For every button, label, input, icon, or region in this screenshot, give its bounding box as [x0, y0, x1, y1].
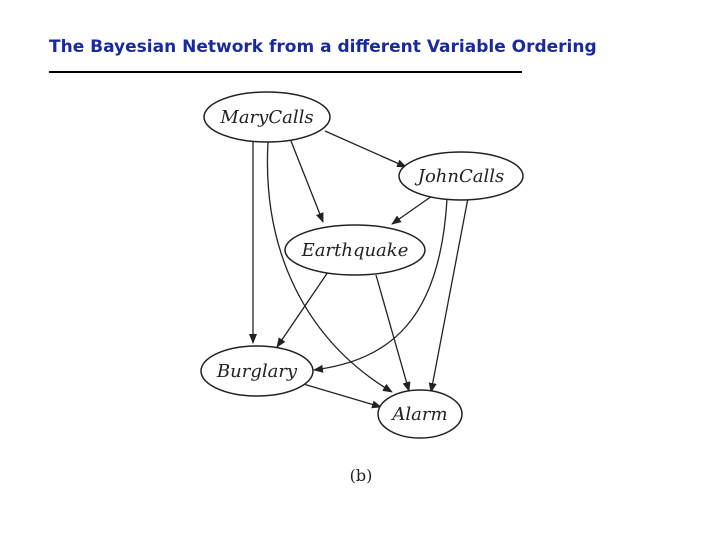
edges	[249, 130, 469, 409]
edge-burglary-alarm	[299, 382, 382, 409]
edge-marycalls-earthquake	[290, 140, 324, 223]
edge-johncalls-burglary	[313, 198, 448, 373]
node-alarm: Alarm	[377, 389, 463, 439]
node-marycalls: MaryCalls	[203, 91, 331, 143]
edge-marycalls-alarm	[266, 141, 393, 393]
edge-johncalls-alarm	[428, 197, 469, 393]
diagram-caption: (b)	[350, 466, 373, 485]
node-burglary: Burglary	[200, 345, 314, 397]
edge-earthquake-burglary	[276, 271, 329, 348]
node-johncalls: JohnCalls	[398, 151, 524, 201]
title-underline	[49, 71, 522, 73]
node-label-alarm: Alarm	[390, 404, 447, 425]
slide-title: The Bayesian Network from a different Va…	[49, 37, 597, 57]
edge-johncalls-earthquake	[391, 195, 433, 225]
edge-marycalls-johncalls	[324, 130, 407, 168]
edge-earthquake-alarm	[375, 274, 411, 392]
node-label-earthquake: Earthquake	[301, 240, 409, 261]
node-earthquake: Earthquake	[284, 224, 426, 276]
node-label-marycalls: MaryCalls	[219, 107, 313, 128]
node-label-burglary: Burglary	[216, 361, 298, 382]
node-label-johncalls: JohnCalls	[414, 166, 505, 187]
